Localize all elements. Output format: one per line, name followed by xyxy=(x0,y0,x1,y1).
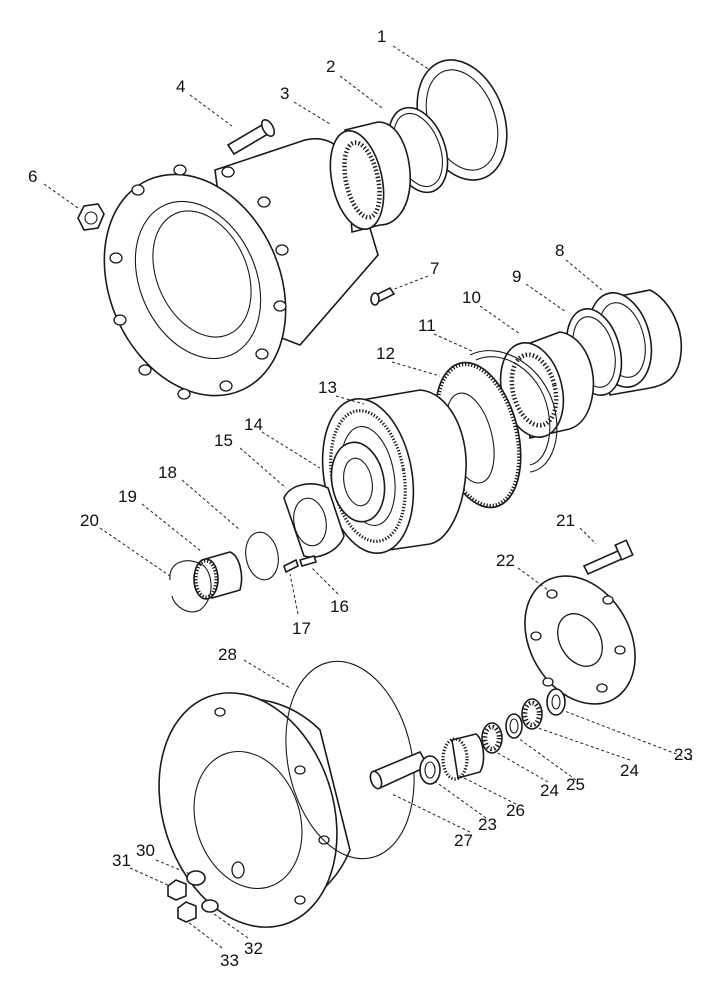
part-4-stud xyxy=(226,119,276,156)
part-31-plug xyxy=(167,879,187,901)
callout-14: 14 xyxy=(244,415,263,434)
part-23-washer-b xyxy=(546,688,566,716)
part-10-bearing-cone xyxy=(499,331,595,439)
callout-16: 16 xyxy=(330,597,349,616)
part-33-plug xyxy=(177,901,197,923)
callout-17: 17 xyxy=(292,619,311,638)
part-20-circlip xyxy=(169,560,212,613)
callout-8: 8 xyxy=(555,241,564,260)
callout-24-left: 24 xyxy=(540,781,559,800)
part-14-thrust-washer xyxy=(330,441,386,523)
callout-25: 25 xyxy=(566,775,585,794)
part-7-bolt xyxy=(370,286,396,306)
flange-holes xyxy=(109,164,289,400)
part-30-plug xyxy=(186,870,206,886)
part-11-retaining-ring xyxy=(469,350,558,473)
callout-23-middle: 23 xyxy=(478,815,497,834)
callout-11: 11 xyxy=(418,316,436,335)
part-6-nut xyxy=(77,203,105,231)
part-27-shaft xyxy=(369,750,430,790)
callout-9: 9 xyxy=(512,267,521,286)
part-18-snap-ring xyxy=(245,531,279,581)
callout-2: 2 xyxy=(326,57,335,76)
part-21-bolt xyxy=(582,539,634,576)
callout-27: 27 xyxy=(454,831,473,850)
callout-24-right: 24 xyxy=(620,761,639,780)
callout-19: 19 xyxy=(118,487,137,506)
part-24-bearing-a xyxy=(481,722,503,754)
callout-22: 22 xyxy=(496,551,515,570)
part-16-bolt xyxy=(298,555,318,567)
part-24-bearing-b xyxy=(521,698,543,730)
callout-3: 3 xyxy=(280,84,289,103)
callout-26: 26 xyxy=(506,801,525,820)
o-ring-seal xyxy=(285,660,415,860)
part-3-bearing xyxy=(329,121,412,234)
callout-4: 4 xyxy=(176,77,185,96)
callout-31: 31 xyxy=(112,851,131,870)
leader-lines xyxy=(43,45,693,949)
callout-21: 21 xyxy=(556,511,575,530)
callout-30: 30 xyxy=(136,841,155,860)
callout-20: 20 xyxy=(80,511,99,530)
callout-12: 12 xyxy=(376,344,395,363)
callout-32: 32 xyxy=(244,939,263,958)
part-28-end-cover xyxy=(158,692,351,928)
part-26-needle-bearing xyxy=(441,733,485,781)
part-32-washer xyxy=(201,899,219,913)
part-17-bolt xyxy=(283,558,299,574)
callout-labels: 1 2 3 4 6 7 8 9 10 11 12 13 14 15 16 17 … xyxy=(28,27,693,970)
callout-7: 7 xyxy=(430,259,439,278)
callout-1: 1 xyxy=(377,27,386,46)
part-23-washer-a xyxy=(419,755,441,785)
part-25-washer xyxy=(505,713,523,739)
part-22-spacer-plate xyxy=(524,575,636,705)
callout-23-right: 23 xyxy=(674,745,693,764)
callout-6: 6 xyxy=(28,167,37,186)
part-19-sun-gear xyxy=(193,551,243,600)
callout-15: 15 xyxy=(214,431,233,450)
callout-10: 10 xyxy=(462,288,481,307)
callout-33: 33 xyxy=(220,951,239,970)
callout-28: 28 xyxy=(218,645,237,664)
callout-13: 13 xyxy=(318,378,337,397)
callout-18: 18 xyxy=(158,463,177,482)
